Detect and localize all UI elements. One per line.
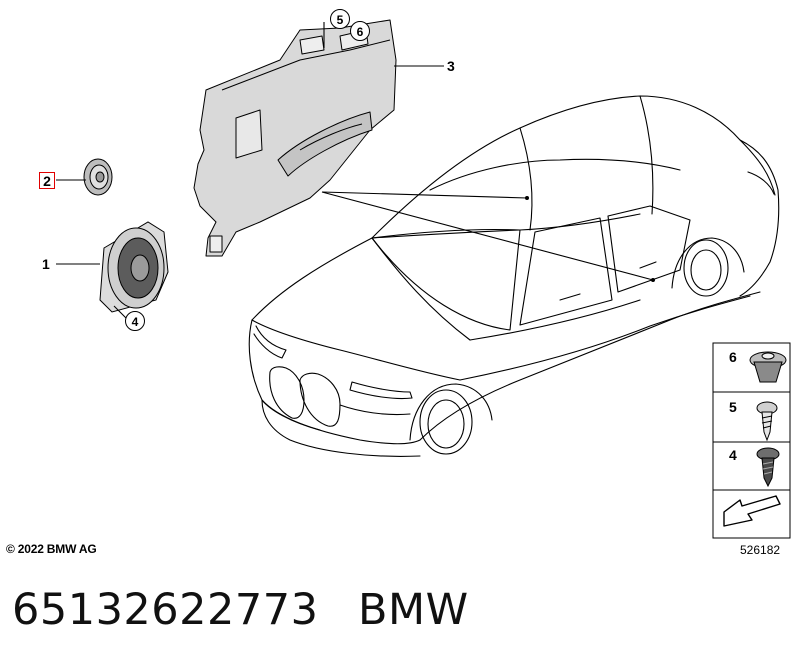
copyright-text: © 2022 BMW AG — [6, 542, 97, 556]
hex-screw-icon — [756, 447, 780, 488]
legend-label-6: 6 — [729, 349, 737, 365]
clip-nut-icon — [749, 351, 787, 383]
callout-1: 1 — [42, 256, 50, 272]
legend-panel — [712, 342, 791, 539]
leader-dots — [525, 196, 655, 282]
diagram-number: 526182 — [740, 543, 781, 557]
callout-5: 5 — [330, 9, 350, 29]
tweeter — [83, 158, 113, 196]
legend-label-4: 4 — [729, 447, 737, 463]
part-number-caption: 65132622773 — [12, 585, 319, 635]
callout-2-highlighted: 2 — [39, 172, 55, 189]
callout-6: 6 — [350, 21, 370, 41]
brand-caption: BMW — [358, 585, 469, 635]
callout-3: 3 — [447, 58, 455, 74]
arrow-icon — [723, 495, 781, 527]
midrange-speaker — [99, 221, 169, 313]
subwoofer-housing — [193, 19, 397, 257]
leader-lines — [56, 22, 654, 321]
legend-label-5: 5 — [729, 399, 737, 415]
screw-icon — [756, 401, 778, 442]
car-outline — [248, 95, 780, 457]
callout-4: 4 — [125, 311, 145, 331]
